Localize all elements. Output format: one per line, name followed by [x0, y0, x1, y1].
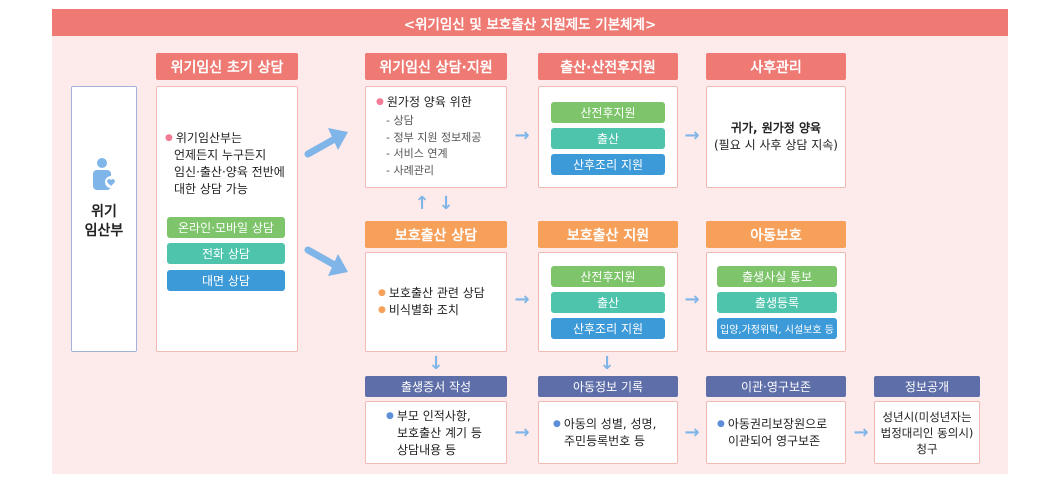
protected-support-header: 보호출산 지원 — [538, 221, 678, 248]
crisis-main-text: 원가정 양육 위한 — [386, 95, 472, 109]
record-line: 아동의 성별, 성명, — [563, 417, 657, 431]
birth-pill-postnatal: 산후조리 지원 — [551, 154, 665, 175]
phone-counsel-button[interactable]: 전화 상담 — [167, 243, 285, 264]
arrow-right-icon: → — [514, 421, 530, 443]
arrow-down-icon: ↓ — [438, 192, 454, 214]
disclosure-line: 성년시(미성년자는 — [882, 409, 972, 424]
crisis-item: - 서비스 연계 — [386, 147, 448, 160]
initial-desc: ●위기임산부는 언제든지 누구든지 임신·출산·양육 전반에 대한 상담 가능 — [165, 130, 297, 198]
disclosure-line: 청구 — [916, 441, 938, 456]
person-label-line1: 위기 — [91, 204, 117, 220]
bullet-icon: ● — [386, 411, 394, 421]
birth-card: 산전후지원 출산 산후조리 지원 — [538, 86, 678, 188]
archive-lines: ●아동권리보장원으로 이관되어 영구보존 — [717, 416, 827, 450]
bullet-icon: ● — [378, 305, 386, 315]
bullet-icon: ● — [717, 419, 725, 429]
birth-header: 출산·산전후지원 — [538, 53, 678, 80]
bottom-header-record: 아동정보 기록 — [538, 376, 678, 397]
person-label: 위기 임산부 — [72, 203, 136, 241]
protected-pill-birth: 출산 — [551, 292, 665, 313]
arrow-right-icon: → — [514, 288, 530, 310]
protected-support-card: 산전후지원 출산 산후조리 지원 — [538, 252, 678, 352]
crisis-item: - 사례관리 — [386, 163, 434, 177]
after-header: 사후관리 — [706, 53, 846, 80]
after-line2: (필요 시 사후 상담 지속) — [714, 138, 838, 152]
bottom-card-record: ●아동의 성별, 성명, 주민등록번호 등 — [538, 401, 678, 464]
arrow-up-right-icon — [304, 128, 348, 158]
archive-line: 아동권리보장원으로 — [727, 417, 828, 431]
arrow-up-icon: ↑ — [414, 192, 430, 214]
child-pill-adoption: 입양,가정위탁, 시설보호 등 — [717, 318, 837, 339]
child-pill-register: 출생등록 — [717, 292, 837, 313]
crisis-card: ●원가정 양육 위한 - 상담 - 정부 지원 정보제공 - 서비스 연계 - … — [365, 86, 507, 188]
protected-items: ●보호출산 관련 상담 ●비식별화 조치 — [378, 285, 485, 319]
arrow-down-icon: ↓ — [428, 352, 444, 374]
certificate-lines: ●부모 인적사항, 보호출산 계기 등 상담내용 등 — [386, 408, 482, 459]
protected-header: 보호출산 상담 — [365, 221, 507, 248]
bottom-card-disclosure: 성년시(미성년자는 법정대리인 동의시) 청구 — [874, 401, 980, 464]
crisis-items: - 상담 - 정부 지원 정보제공 - 서비스 연계 - 사례관리 — [386, 113, 481, 179]
arrow-right-icon: → — [684, 124, 700, 146]
bullet-icon: ● — [165, 133, 173, 143]
bottom-header-disclosure: 정보공개 — [874, 376, 980, 397]
child-header: 아동보호 — [706, 221, 846, 248]
bottom-header-certificate: 출생증서 작성 — [365, 376, 507, 397]
child-card: 출생사실 통보 출생등록 입양,가정위탁, 시설보호 등 — [706, 252, 846, 352]
birth-pill-birth: 출산 — [551, 128, 665, 149]
bullet-icon: ● — [376, 97, 384, 107]
child-pill-notify: 출생사실 통보 — [717, 266, 837, 287]
bottom-header-archive: 이관·영구보존 — [706, 376, 846, 397]
arrow-right-icon: → — [684, 288, 700, 310]
initial-desc-line: 언제든지 누구든지 — [174, 148, 267, 162]
arrow-right-icon: → — [684, 421, 700, 443]
disclosure-line: 법정대리인 동의시) — [880, 425, 974, 440]
person-heart-icon — [90, 157, 120, 193]
record-line: 주민등록번호 등 — [564, 434, 646, 448]
face-counsel-button[interactable]: 대면 상담 — [167, 270, 285, 291]
crisis-item: - 정부 지원 정보제공 — [386, 130, 482, 144]
crisis-main: ●원가정 양육 위한 — [376, 94, 472, 111]
person-label-line2: 임산부 — [84, 223, 124, 239]
arrow-down-icon: ↓ — [599, 352, 615, 374]
initial-desc-line: 위기임산부는 — [175, 131, 243, 145]
diagram-title: <위기임신 및 보호출산 지원제도 기본체계> — [52, 9, 1008, 36]
after-card: 귀가, 원가정 양육 (필요 시 사후 상담 지속) — [706, 86, 846, 188]
crisis-item: - 상담 — [386, 114, 414, 127]
arrow-right-icon: → — [853, 421, 869, 443]
certificate-line: 보호출산 계기 등 — [397, 426, 482, 440]
record-lines: ●아동의 성별, 성명, 주민등록번호 등 — [553, 416, 656, 450]
archive-line: 이관되어 영구보존 — [728, 434, 821, 448]
initial-desc-line: 대한 상담 가능 — [174, 182, 248, 196]
birth-pill-prenatal: 산전후지원 — [551, 102, 665, 123]
protected-item: 보호출산 관련 상담 — [388, 286, 485, 300]
bottom-card-certificate: ●부모 인적사항, 보호출산 계기 등 상담내용 등 — [365, 401, 507, 464]
arrow-right-icon: → — [514, 124, 530, 146]
certificate-line: 상담내용 등 — [397, 443, 457, 457]
after-line1: 귀가, 원가정 양육 — [730, 121, 822, 135]
protected-card: ●보호출산 관련 상담 ●비식별화 조치 — [365, 252, 507, 352]
initial-header: 위기임신 초기 상담 — [156, 53, 298, 80]
arrow-down-right-icon — [304, 246, 348, 276]
protected-pill-postnatal: 산후조리 지원 — [551, 318, 665, 339]
initial-desc-line: 임신·출산·양육 전반에 — [174, 165, 285, 179]
crisis-header: 위기임신 상담·지원 — [365, 53, 507, 80]
person-card: 위기 임산부 — [71, 86, 137, 352]
protected-item: 비식별화 조치 — [388, 303, 459, 317]
bullet-icon: ● — [378, 288, 386, 298]
online-counsel-button[interactable]: 온라인·모바일 상담 — [167, 217, 285, 238]
protected-pill-prenatal: 산전후지원 — [551, 266, 665, 287]
bullet-icon: ● — [553, 419, 561, 429]
bottom-card-archive: ●아동권리보장원으로 이관되어 영구보존 — [706, 401, 846, 464]
initial-card: ●위기임산부는 언제든지 누구든지 임신·출산·양육 전반에 대한 상담 가능 … — [156, 86, 298, 352]
certificate-line: 부모 인적사항, — [396, 409, 471, 423]
